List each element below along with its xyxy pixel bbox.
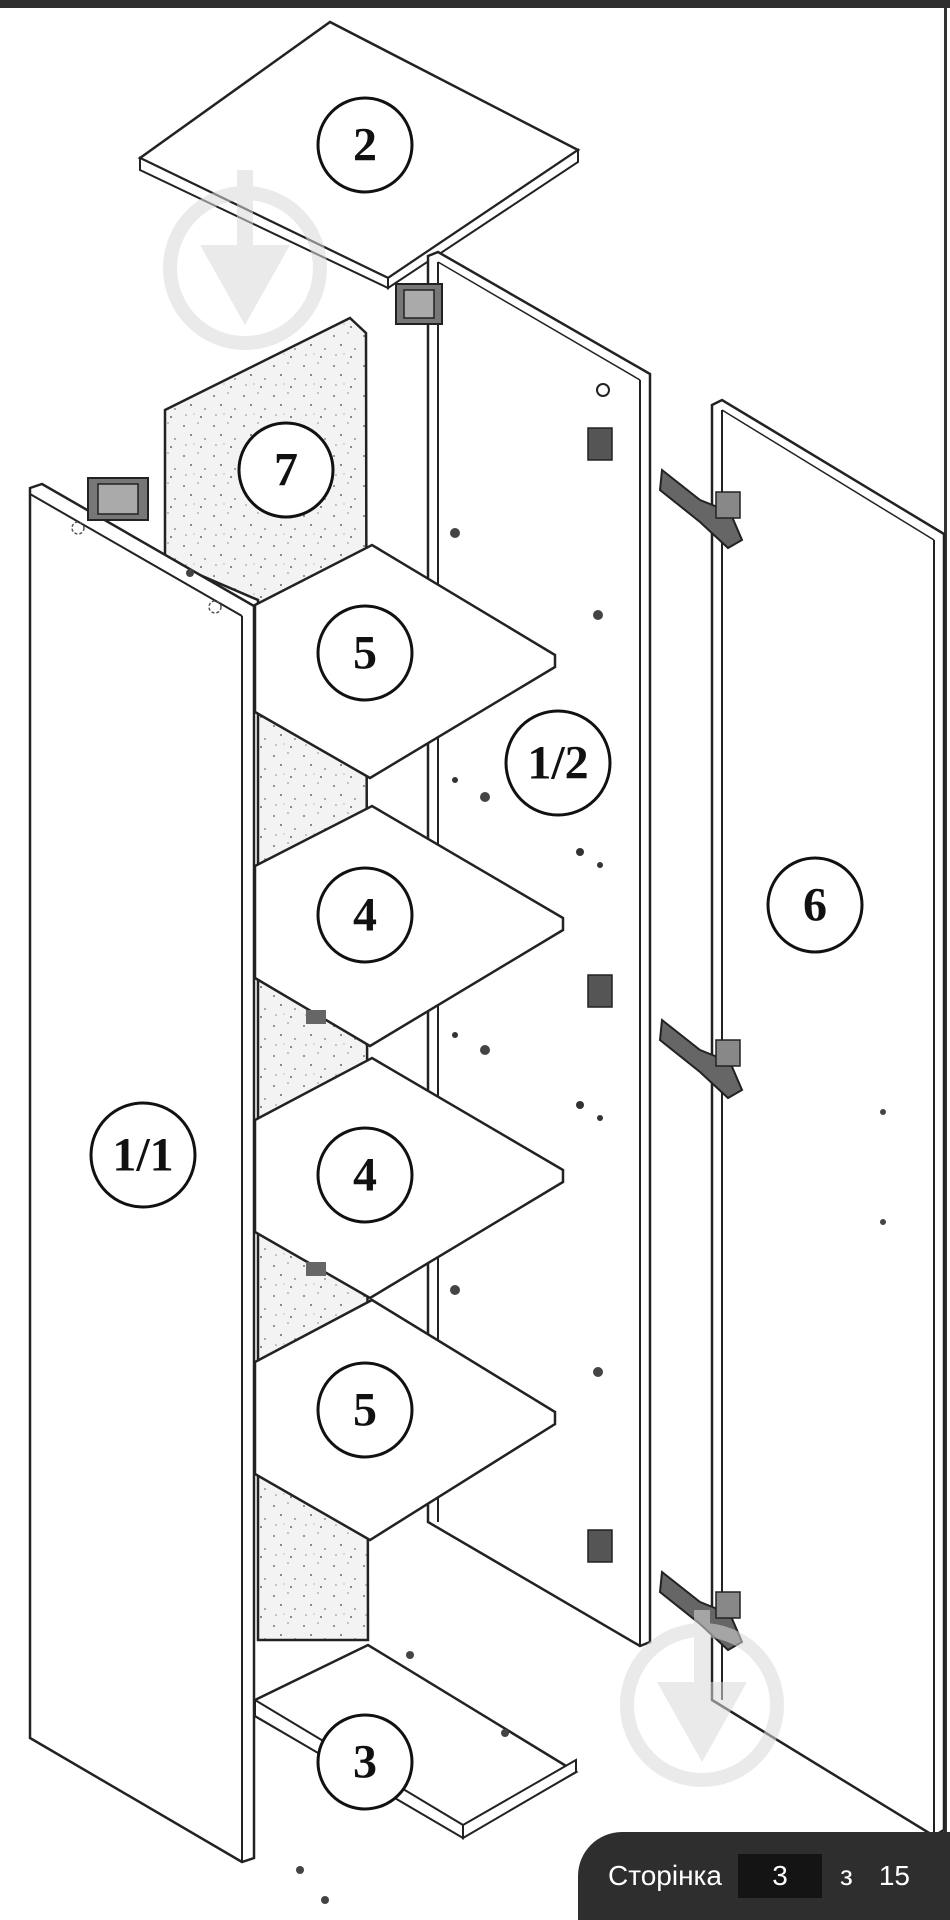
current-page-input[interactable]: 3 [738, 1854, 822, 1898]
hinge-top [658, 468, 744, 550]
part-label-7: 7 [237, 421, 335, 519]
svg-text:4: 4 [353, 1149, 377, 1202]
page-navigator: Сторінка 3 з 15 [578, 1832, 950, 1920]
part-label-5-top: 5 [316, 604, 414, 702]
part-label-5-bottom: 5 [316, 1361, 414, 1459]
right-side-panel-1-2 [395, 250, 652, 1648]
svg-text:3: 3 [353, 1736, 377, 1789]
svg-text:2: 2 [353, 119, 377, 172]
page-separator: з [840, 1860, 853, 1891]
page-frame [0, 8, 947, 1920]
part-label-6: 6 [766, 856, 864, 954]
svg-text:1/2: 1/2 [527, 737, 588, 790]
part-label-1-1: 1/1 [89, 1101, 197, 1209]
svg-text:7: 7 [274, 444, 298, 497]
svg-text:5: 5 [353, 1384, 377, 1437]
part-label-3: 3 [316, 1713, 414, 1811]
part-label-4-lower: 4 [316, 1126, 414, 1224]
bottom-panel-3 [253, 1643, 579, 1904]
download-watermark-icon [163, 170, 327, 350]
svg-text:4: 4 [353, 889, 377, 942]
door-panel-6 [710, 398, 946, 1838]
page-label: Сторінка [608, 1860, 722, 1891]
part-label-4-upper: 4 [316, 866, 414, 964]
top-border [0, 0, 950, 8]
svg-text:5: 5 [353, 627, 377, 680]
download-watermark-icon [620, 1610, 784, 1787]
svg-text:6: 6 [803, 879, 827, 932]
total-pages: 15 [878, 1860, 910, 1891]
hinge-middle [658, 1018, 744, 1100]
svg-text:1/1: 1/1 [112, 1129, 173, 1182]
part-label-2: 2 [316, 96, 414, 194]
part-label-1-2: 1/2 [504, 709, 612, 817]
